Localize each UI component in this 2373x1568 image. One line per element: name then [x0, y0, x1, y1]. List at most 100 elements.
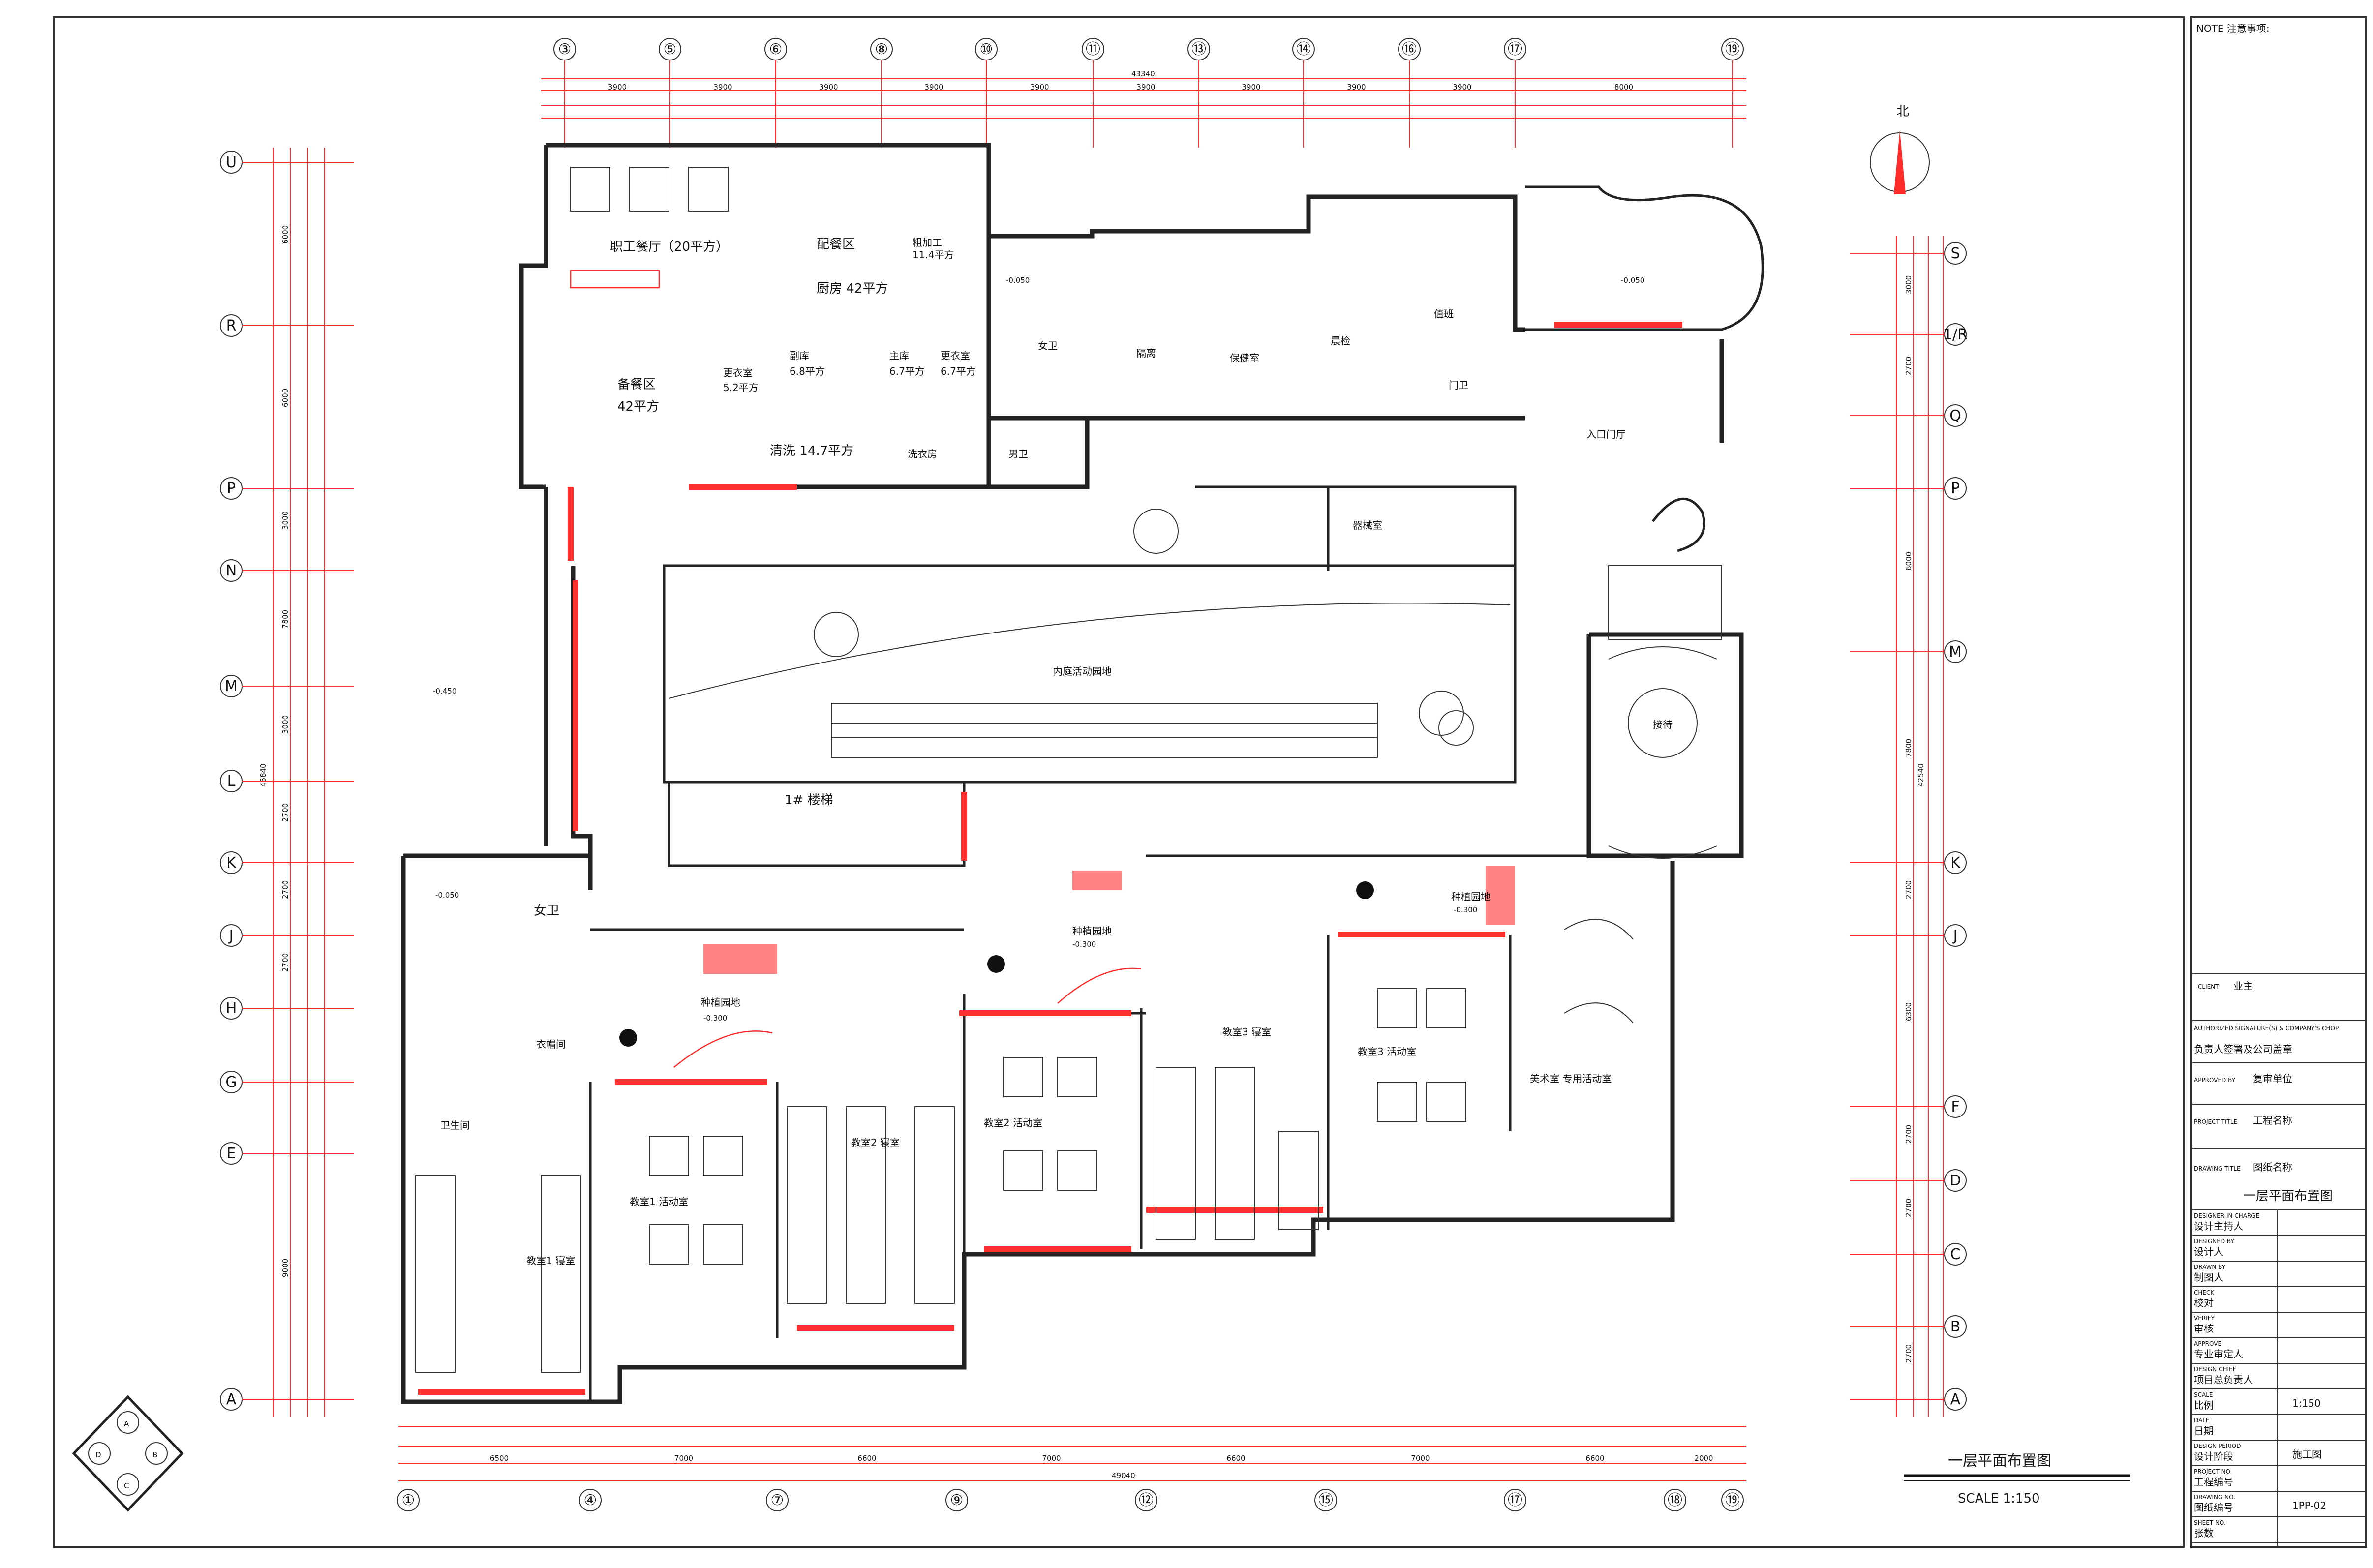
axis-top-1-label: ⑤ — [664, 41, 677, 58]
axis-right-0-label: S — [1950, 245, 1960, 262]
art-room-furniture — [1564, 919, 1634, 1024]
tb-row-6-en: DESIGN CHIEF — [2194, 1366, 2236, 1373]
axis-left-5: L — [220, 770, 243, 792]
level-3: -0.050 — [435, 891, 459, 900]
flower-decor — [619, 881, 1374, 1047]
title-block-frame — [2190, 16, 2367, 1548]
dim-left-span-6: 2700 — [281, 880, 290, 899]
level-4: -0.300 — [703, 1014, 727, 1023]
drawing-frame — [53, 16, 2185, 1548]
axis-bottom-8-label: ⑲ — [1725, 1492, 1740, 1509]
axis-right-7: F — [1944, 1095, 1967, 1118]
dim-top-span-2: 3900 — [819, 83, 838, 91]
dim-bottom-span-0: 6500 — [490, 1454, 509, 1463]
tb-authorized: 负责人签署及公司盖章 — [2194, 1043, 2292, 1055]
tb-row-9-val: 施工图 — [2292, 1448, 2322, 1460]
tb-row-6-cn: 项目总负责人 — [2194, 1374, 2253, 1386]
north-arrow: 北 — [1870, 104, 1930, 194]
axis-right-5-label: K — [1950, 854, 1961, 872]
axis-top-8: ⑯ — [1398, 38, 1421, 60]
key-plan: A B C D — [72, 1395, 184, 1512]
tb-row-0-en: DESIGNER IN CHARGE — [2194, 1212, 2259, 1219]
axis-left-9: G — [220, 1071, 243, 1093]
room-labels: 职工餐厅（20平方） 配餐区 粗加工 11.4平方 厨房 42平方 备餐区 42… — [440, 237, 1673, 1266]
axis-bottom-0: ① — [397, 1489, 420, 1511]
axis-top-6-label: ⑬ — [1191, 41, 1206, 58]
dim-top-span-1: 3900 — [713, 83, 732, 91]
dim-right-span-8: 2700 — [1904, 1344, 1913, 1363]
axis-right-9: C — [1944, 1243, 1967, 1266]
tb-drawing-title-value: 图纸名称 — [2253, 1161, 2292, 1173]
building-walls — [401, 143, 1764, 1404]
room-clinic: 保健室 — [1230, 352, 1259, 364]
tb-row-1-cn: 设计人 — [2194, 1246, 2223, 1258]
tb-approved-label: APPROVED BY — [2194, 1077, 2236, 1084]
dim-left-span-7: 2700 — [281, 953, 290, 972]
room-class1-act: 教室1 活动室 — [630, 1196, 688, 1207]
axis-left-4-label: M — [225, 678, 238, 695]
dim-left-span-2: 3000 — [281, 511, 290, 530]
tb-row-11-val: 1PP-02 — [2292, 1500, 2326, 1511]
level-marks: -0.050 -0.450 -0.050 -0.300 -0.300 -0.30… — [433, 276, 1644, 1023]
level-6: -0.300 — [1454, 905, 1477, 914]
dim-left-span-5: 2700 — [281, 803, 290, 822]
dim-right-span-7: 2700 — [1904, 1199, 1913, 1217]
axis-left-0-label: U — [226, 154, 237, 171]
dim-bottom-span-2: 6600 — [857, 1454, 876, 1463]
dim-left-span-1: 6000 — [281, 389, 290, 407]
dim-top-span-0: 3900 — [608, 83, 627, 91]
axis-bottom-4-label: ⑫ — [1139, 1492, 1154, 1509]
axis-left-7: J — [220, 924, 243, 947]
level-2: -0.450 — [433, 687, 456, 695]
axis-top-9-label: ⑰ — [1508, 41, 1522, 58]
tb-row-10-en: PROJECT NO. — [2194, 1468, 2232, 1475]
dim-left-span-4: 3000 — [281, 715, 290, 734]
tb-row-3-cn: 校对 — [2194, 1297, 2214, 1309]
axis-left-10-label: E — [227, 1145, 236, 1162]
tb-row-3-en: CHECK — [2194, 1289, 2215, 1296]
room-guard: 门卫 — [1449, 379, 1468, 391]
axis-bottom-7: ⑱ — [1664, 1489, 1686, 1511]
dim-bottom-span-5: 7000 — [1411, 1454, 1430, 1463]
dim-top-span-8: 3900 — [1453, 83, 1471, 91]
planting-decor — [673, 866, 1515, 1068]
room-planting-1: 种植园地 — [701, 996, 740, 1008]
axis-right-4-label: M — [1949, 643, 1962, 661]
room-art: 美术室 专用活动室 — [1530, 1073, 1612, 1085]
axis-left-6: K — [220, 851, 243, 874]
room-class3-bed: 教室3 寝室 — [1222, 1026, 1271, 1038]
axis-left-3-label: N — [226, 562, 237, 579]
axis-left-9-label: G — [225, 1074, 237, 1091]
axis-bottom-0-label: ① — [402, 1492, 415, 1509]
axis-top-8-label: ⑯ — [1402, 41, 1417, 58]
level-5: -0.300 — [1072, 940, 1096, 949]
dim-right-span-5: 6300 — [1904, 1002, 1913, 1021]
tb-row-9-en: DESIGN PERIOD — [2194, 1443, 2241, 1449]
tb-row-7-val: 1:150 — [2292, 1397, 2321, 1409]
room-morning-check: 晨检 — [1331, 335, 1350, 347]
axis-right-1: 1/R — [1943, 323, 1968, 346]
axis-bottom-2: ⑦ — [766, 1489, 789, 1511]
tb-row-5-cn: 专业审定人 — [2194, 1348, 2243, 1360]
dim-top-total: 43340 — [1131, 69, 1155, 78]
room-male-wc: 男卫 — [1008, 448, 1028, 460]
axis-bottom-8: ⑲ — [1721, 1489, 1744, 1511]
dim-right-span-2: 6000 — [1904, 552, 1913, 571]
dim-left-span-8: 9000 — [281, 1259, 290, 1277]
room-class2-bed: 教室2 寝室 — [851, 1137, 900, 1148]
key-plan-c: C — [124, 1481, 129, 1490]
tb-client-label: CLIENT — [2198, 983, 2219, 990]
tb-row-4-cn: 审核 — [2194, 1323, 2214, 1334]
axis-right-11-label: A — [1950, 1391, 1961, 1408]
axis-right-6-label: J — [1952, 927, 1958, 944]
dim-bottom-span-7: 2000 — [1694, 1454, 1713, 1463]
key-plan-b: B — [152, 1450, 157, 1459]
dim-top-span-6: 3900 — [1242, 83, 1260, 91]
room-isolation: 隔离 — [1136, 347, 1156, 359]
axis-bottom-5-label: ⑮ — [1318, 1492, 1333, 1509]
room-female-wc: 女卫 — [1038, 340, 1058, 352]
axis-left-5-label: L — [227, 773, 236, 790]
room-locker2-area: 5.2平方 — [723, 382, 759, 393]
axis-right-10: B — [1944, 1315, 1967, 1338]
